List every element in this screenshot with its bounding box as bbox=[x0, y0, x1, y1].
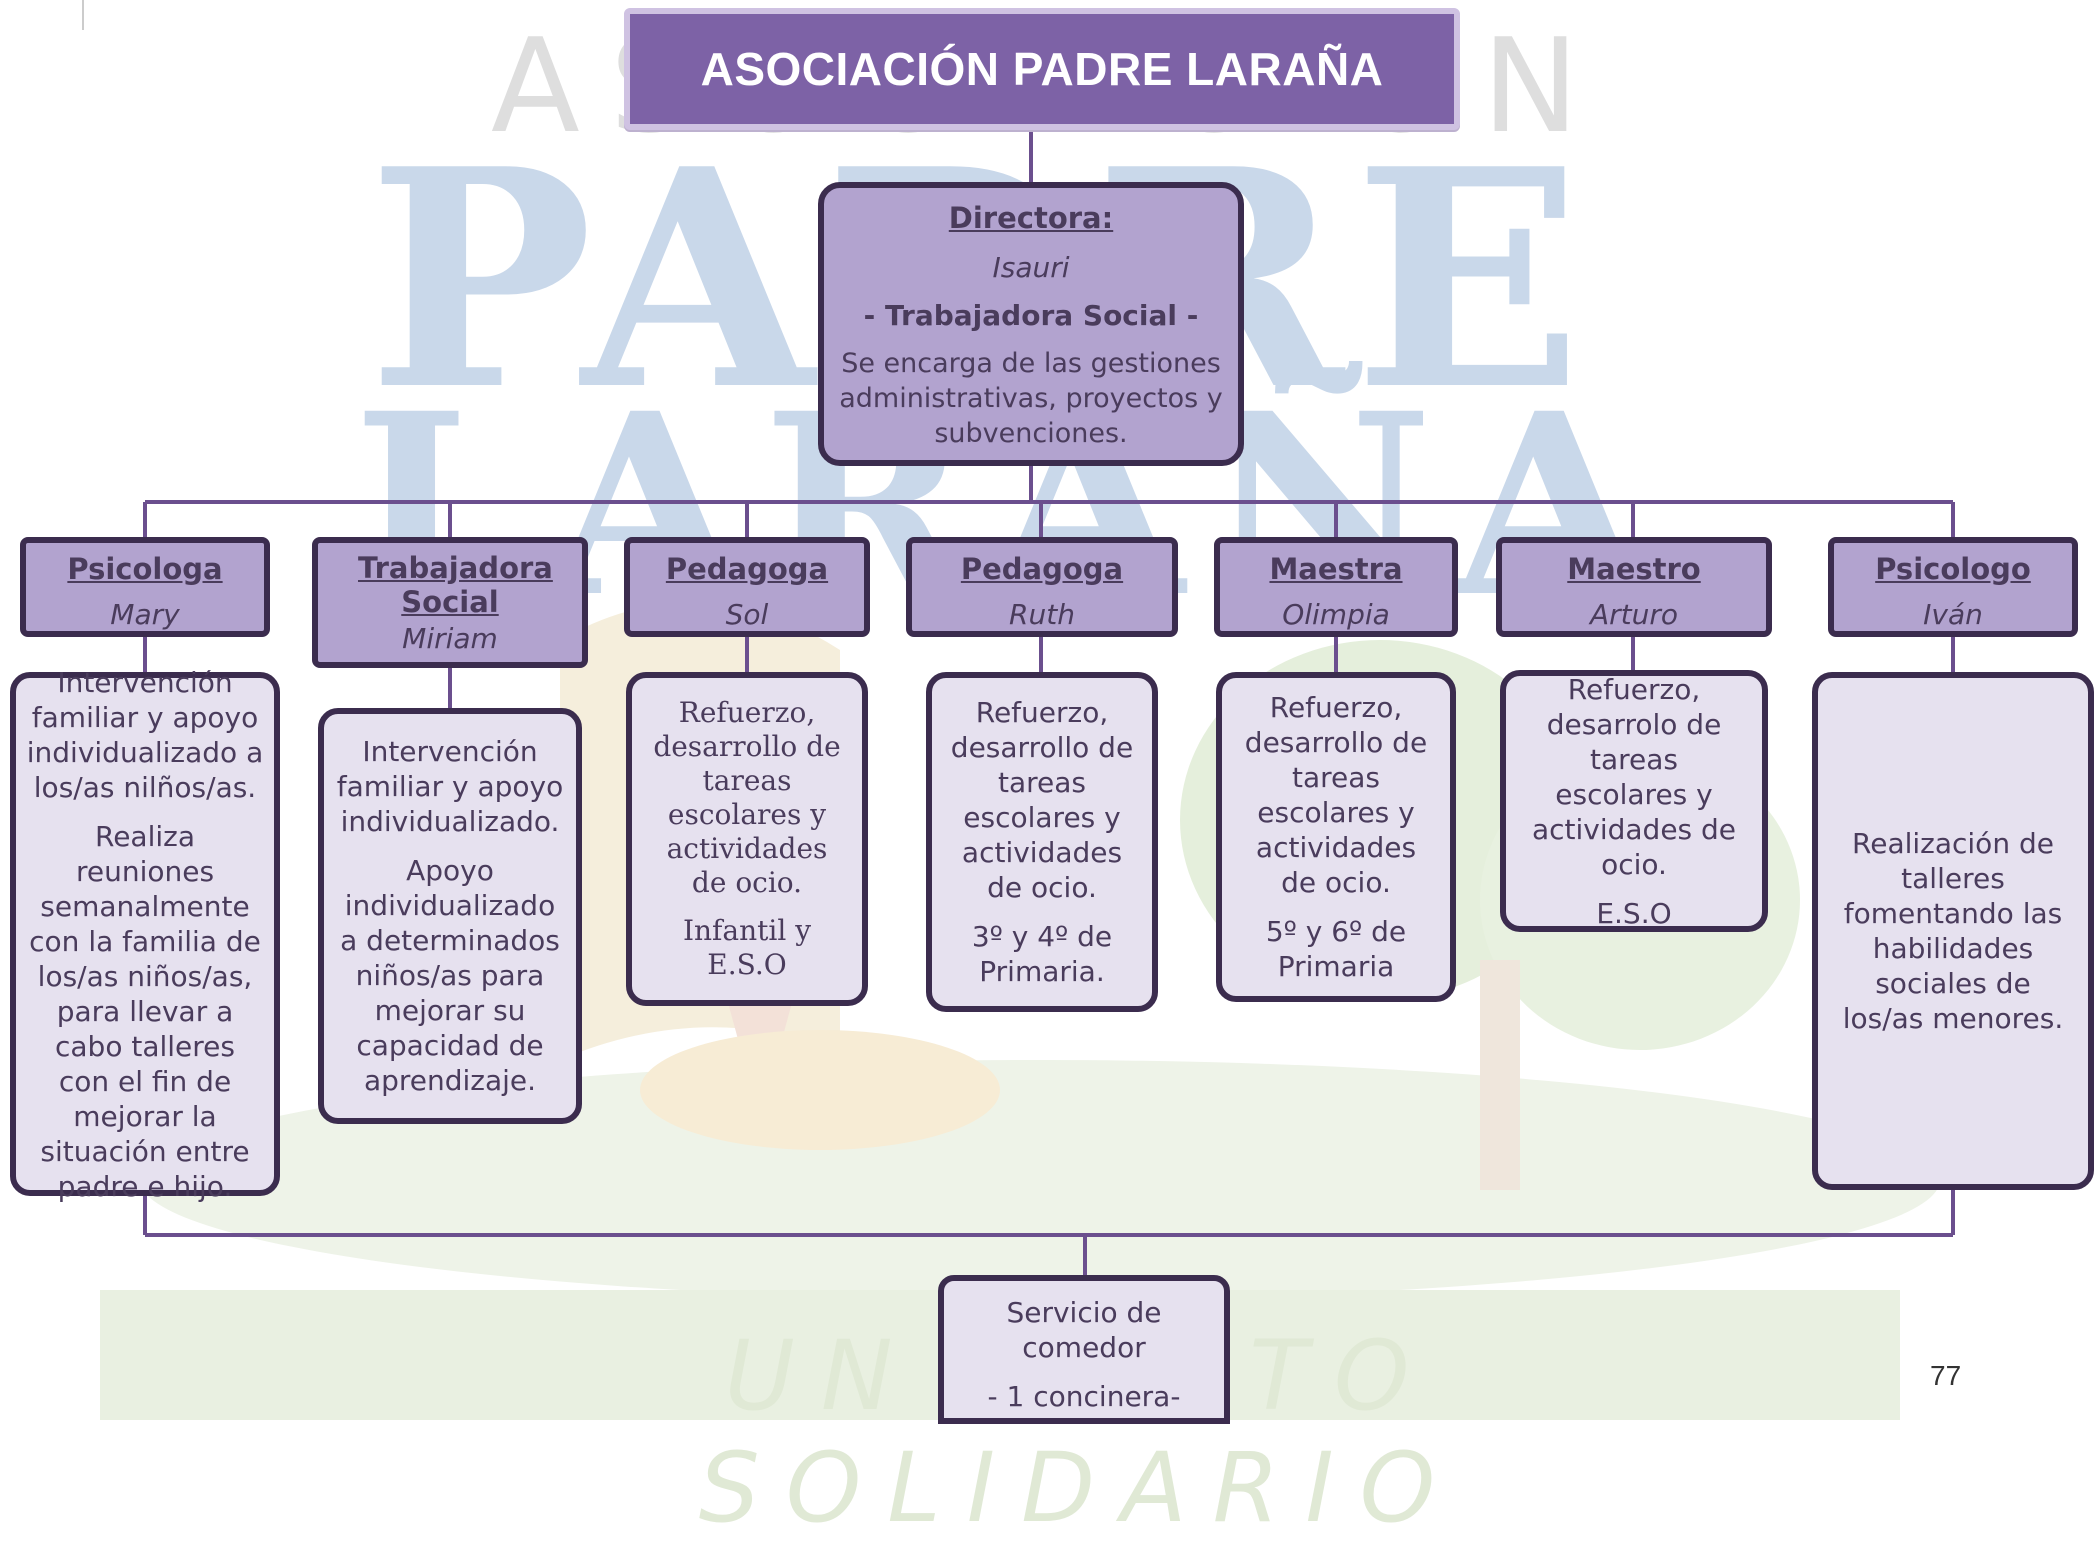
role-person-name: Olimpia bbox=[1282, 598, 1390, 631]
role-label: Psicologa bbox=[67, 552, 223, 586]
desc-paragraph: Refuerzo, desarrollo de tareas escolares… bbox=[653, 696, 841, 899]
role-person-name: Arturo bbox=[1589, 598, 1679, 631]
director-box: Directora: Isauri - Trabajadora Social -… bbox=[818, 182, 1244, 466]
desc-box-psicologo: Realización de talleres fomentando las h… bbox=[1812, 672, 2094, 1190]
desc-paragraph: Intervención familiar y apoyo individual… bbox=[26, 665, 264, 804]
role-label: Maestra bbox=[1269, 552, 1403, 586]
role-label: Trabajadora Social bbox=[358, 551, 553, 619]
role-label: Pedagoga bbox=[665, 552, 829, 586]
role-person-name: Mary bbox=[110, 598, 180, 631]
desc-paragraph: Refuerzo, desarrollo de tareas escolares… bbox=[950, 696, 1134, 904]
role-person-name: Miriam bbox=[402, 622, 498, 655]
role-box-psicologo: Psicologo Iván bbox=[1828, 537, 2078, 637]
role-box-trabajadora-social: Trabajadora Social Miriam bbox=[312, 537, 588, 668]
director-name: Isauri bbox=[992, 251, 1070, 284]
role-box-maestro: Maestro Arturo bbox=[1496, 537, 1772, 637]
comedor-staff: - 1 concinera- bbox=[987, 1380, 1181, 1413]
comedor-box: Servicio de comedor - 1 concinera- bbox=[938, 1275, 1230, 1424]
margin-rule bbox=[82, 0, 84, 30]
desc-box-pedagoga-sol: Refuerzo, desarrollo de tareas escolares… bbox=[626, 672, 868, 1006]
role-box-pedagoga-sol: Pedagoga Sol bbox=[624, 537, 870, 637]
role-box-pedagoga-ruth: Pedagoga Ruth bbox=[906, 537, 1178, 637]
title-banner: ASOCIACIÓN PADRE LARAÑA bbox=[624, 8, 1460, 130]
desc-paragraph: Apoyo individualizado a determinados niñ… bbox=[340, 854, 560, 1097]
desc-paragraph: E.S.O bbox=[1596, 896, 1672, 930]
desc-paragraph: 3º y 4º de Primaria. bbox=[971, 920, 1113, 988]
desc-box-trabajadora-social: Intervención familiar y apoyo individual… bbox=[318, 708, 582, 1124]
role-person-name: Ruth bbox=[1009, 598, 1075, 631]
desc-paragraph: Realización de talleres fomentando las h… bbox=[1842, 827, 2064, 1035]
desc-box-pedagoga-ruth: Refuerzo, desarrollo de tareas escolares… bbox=[926, 672, 1158, 1012]
role-person-name: Iván bbox=[1923, 598, 1983, 631]
desc-box-psicologa: Intervención familiar y apoyo individual… bbox=[10, 666, 280, 1203]
role-label: Psicologo bbox=[1875, 552, 2031, 586]
connector-lines bbox=[143, 130, 1955, 1275]
role-label: Maestro bbox=[1567, 552, 1701, 586]
role-box-maestra: Maestra Olimpia bbox=[1214, 537, 1458, 637]
desc-box-maestra: Refuerzo, desarrollo de tareas escolares… bbox=[1216, 672, 1456, 1002]
org-chart-page: ASOCIACIÓN PADRE LARAÑA UN GESTO SOLIDAR… bbox=[10, 0, 2094, 1544]
comedor-title: Servicio de comedor bbox=[1006, 1296, 1162, 1364]
page-number: 77 bbox=[1930, 1360, 1962, 1391]
role-label: Pedagoga bbox=[960, 552, 1124, 586]
desc-paragraph: Realiza reuniones semanalmente con la fa… bbox=[29, 819, 261, 1203]
desc-paragraph: 5º y 6º de Primaria bbox=[1265, 915, 1407, 983]
desc-paragraph: Refuerzo, desarrolo de tareas escolares … bbox=[1531, 672, 1737, 881]
role-person-name: Sol bbox=[725, 598, 769, 631]
director-label: Directora: bbox=[948, 201, 1114, 235]
desc-paragraph: Intervención familiar y apoyo individual… bbox=[336, 735, 564, 838]
page-title: ASOCIACIÓN PADRE LARAÑA bbox=[700, 43, 1384, 95]
desc-box-maestro: Refuerzo, desarrolo de tareas escolares … bbox=[1500, 670, 1768, 932]
desc-paragraph: Refuerzo, desarrollo de tareas escolares… bbox=[1244, 691, 1428, 899]
role-box-psicologa: Psicologa Mary bbox=[20, 537, 270, 637]
director-role: - Trabajadora Social - bbox=[863, 299, 1199, 332]
desc-paragraph: Infantil y E.S.O bbox=[682, 914, 812, 981]
director-description: Se encarga de las gestiones administrati… bbox=[839, 348, 1223, 449]
